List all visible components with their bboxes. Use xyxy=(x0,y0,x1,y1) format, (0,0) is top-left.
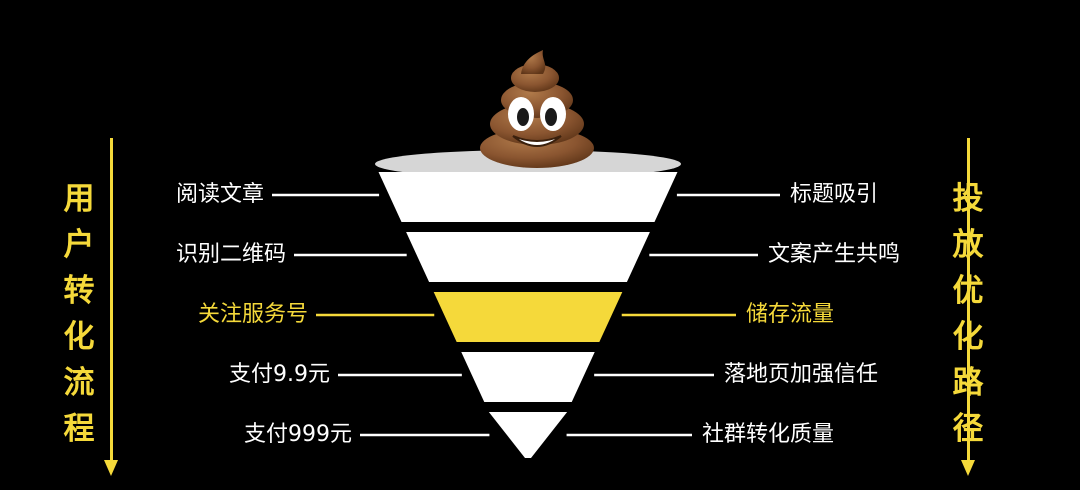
connector-lines xyxy=(272,193,780,437)
stage-label-right-3: 储存流量 xyxy=(746,302,835,327)
stage-label-left-2: 识别二维码 xyxy=(175,242,286,267)
funnel-band-1 xyxy=(378,172,678,222)
stage-label-right-1: 标题吸引 xyxy=(790,182,879,207)
stage-label-left-5: 支付999元 xyxy=(244,422,352,447)
left-arrow-shaft xyxy=(110,138,113,463)
stage-label-right-5: 社群转化质量 xyxy=(702,422,835,447)
stage-label-right-2: 文案产生共鸣 xyxy=(768,242,901,267)
funnel-band-3 xyxy=(433,292,623,342)
right-arrow-shaft xyxy=(967,138,970,463)
stage-label-left-3: 关注服务号 xyxy=(197,302,308,327)
funnel-band-2 xyxy=(406,232,650,282)
poop-emoji-icon xyxy=(480,50,594,168)
funnel-band-4 xyxy=(461,352,595,402)
funnel-band-5 xyxy=(488,412,568,458)
stage-label-right-4: 落地页加强信任 xyxy=(724,362,879,387)
funnel-layers xyxy=(375,150,681,458)
user-conversion-title: 用 户 转 化 流 程 xyxy=(63,181,95,447)
left-arrow-down-icon xyxy=(104,460,118,476)
right-arrow-down-icon xyxy=(961,460,975,476)
stage-label-left-1: 阅读文章 xyxy=(175,182,264,207)
stage-label-left-4: 支付9.9元 xyxy=(229,362,330,387)
